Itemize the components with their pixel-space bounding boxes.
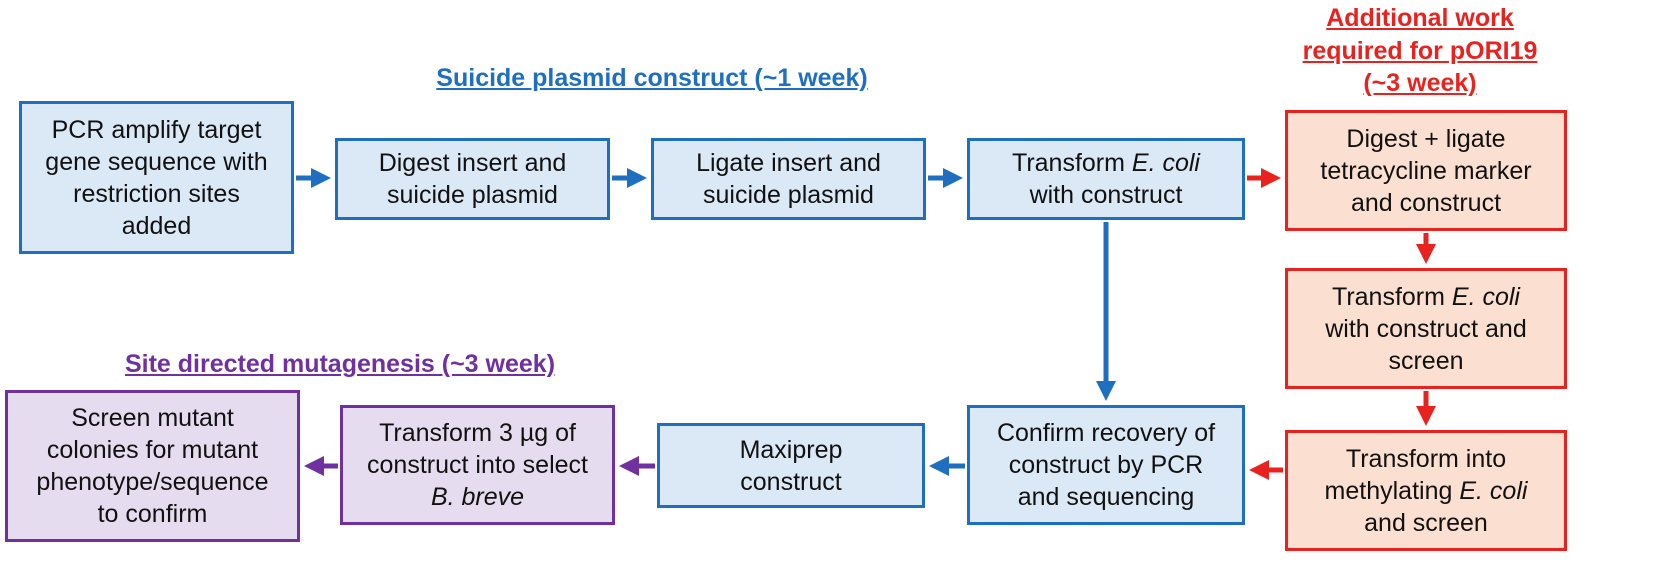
transform-breve-line-1: Transform 3 µg of <box>379 419 576 447</box>
transform-screen-box: Transform E. coli with construct and scr… <box>1285 268 1567 389</box>
pcr-line-1: PCR amplify target <box>51 115 262 144</box>
confirm-line-2: construct by PCR <box>1008 451 1204 479</box>
maxiprep-line-1: Maxiprep <box>739 435 843 464</box>
screen-mutant-line-1: Screen mutant <box>71 404 234 432</box>
confirm-recovery-box: Confirm recovery of construct by PCR and… <box>967 405 1245 525</box>
ligate-insert-box: Ligate insert and suicide plasmid <box>651 138 926 220</box>
digest-ligate-line-3: and construct <box>1350 188 1502 217</box>
transform-ecoli-box: Transform E. coli with construct <box>967 138 1245 220</box>
digest-ligate-tetracycline-box: Digest + ligate tetracycline marker and … <box>1285 110 1567 231</box>
additional-work-line-2: required for pORI19 <box>1302 36 1538 65</box>
screen-mutant-box: Screen mutant colonies for mutant phenot… <box>5 390 300 542</box>
digest-line-1: Digest insert and <box>378 149 567 177</box>
screen-mutant-line-3: phenotype/sequence <box>36 468 269 496</box>
pcr-line-2: gene sequence with <box>45 147 268 176</box>
maxiprep-box: Maxiprep construct <box>657 423 925 508</box>
transform-screen-line-2: with construct and <box>1325 314 1527 343</box>
ligate-line-2: suicide plasmid <box>703 181 874 209</box>
methylating-ecoli-box: Transform into methylating E. coli and s… <box>1285 430 1567 551</box>
additional-work-line-1: Additional work <box>1326 4 1514 32</box>
maxiprep-line-2: construct <box>740 467 842 496</box>
methylating-line-3: and screen <box>1364 508 1488 537</box>
pcr-line-4: added <box>121 211 192 240</box>
confirm-line-3: and sequencing <box>1017 483 1195 511</box>
ligate-line-1: Ligate insert and <box>696 149 881 177</box>
pcr-line-3: restriction sites <box>73 179 240 208</box>
digest-line-2: suicide plasmid <box>387 181 558 209</box>
site-directed-heading: Site directed mutagenesis (~3 week) <box>124 350 556 378</box>
additional-work-heading: Additional work required for pORI19 (~3 … <box>1270 2 1570 100</box>
transform-screen-line-3: screen <box>1388 346 1464 375</box>
confirm-line-1: Confirm recovery of <box>996 419 1216 447</box>
transform-breve-line-2: construct into select <box>367 451 588 479</box>
suicide-plasmid-heading: Suicide plasmid construct (~1 week) <box>436 64 868 92</box>
pcr-amplify-box: PCR amplify target gene sequence with re… <box>19 101 294 254</box>
methylating-line-1: Transform into <box>1345 444 1507 473</box>
screen-mutant-line-2: colonies for mutant <box>46 436 259 464</box>
transform-breve-box: Transform 3 µg of construct into select … <box>340 405 615 525</box>
transform-breve-line-3: B. breve <box>430 483 525 511</box>
transform-ecoli-line-2: with construct <box>1029 181 1183 209</box>
transform-ecoli-line-1: Transform E. coli <box>1011 149 1200 177</box>
additional-work-line-3: (~3 week) <box>1363 69 1477 97</box>
digest-insert-box: Digest insert and suicide plasmid <box>335 138 610 220</box>
digest-ligate-line-1: Digest + ligate <box>1346 124 1506 153</box>
transform-screen-line-1: Transform E. coli <box>1331 282 1520 311</box>
digest-ligate-line-2: tetracycline marker <box>1320 156 1532 185</box>
methylating-line-2: methylating E. coli <box>1324 476 1528 505</box>
screen-mutant-line-4: to confirm <box>97 500 208 528</box>
